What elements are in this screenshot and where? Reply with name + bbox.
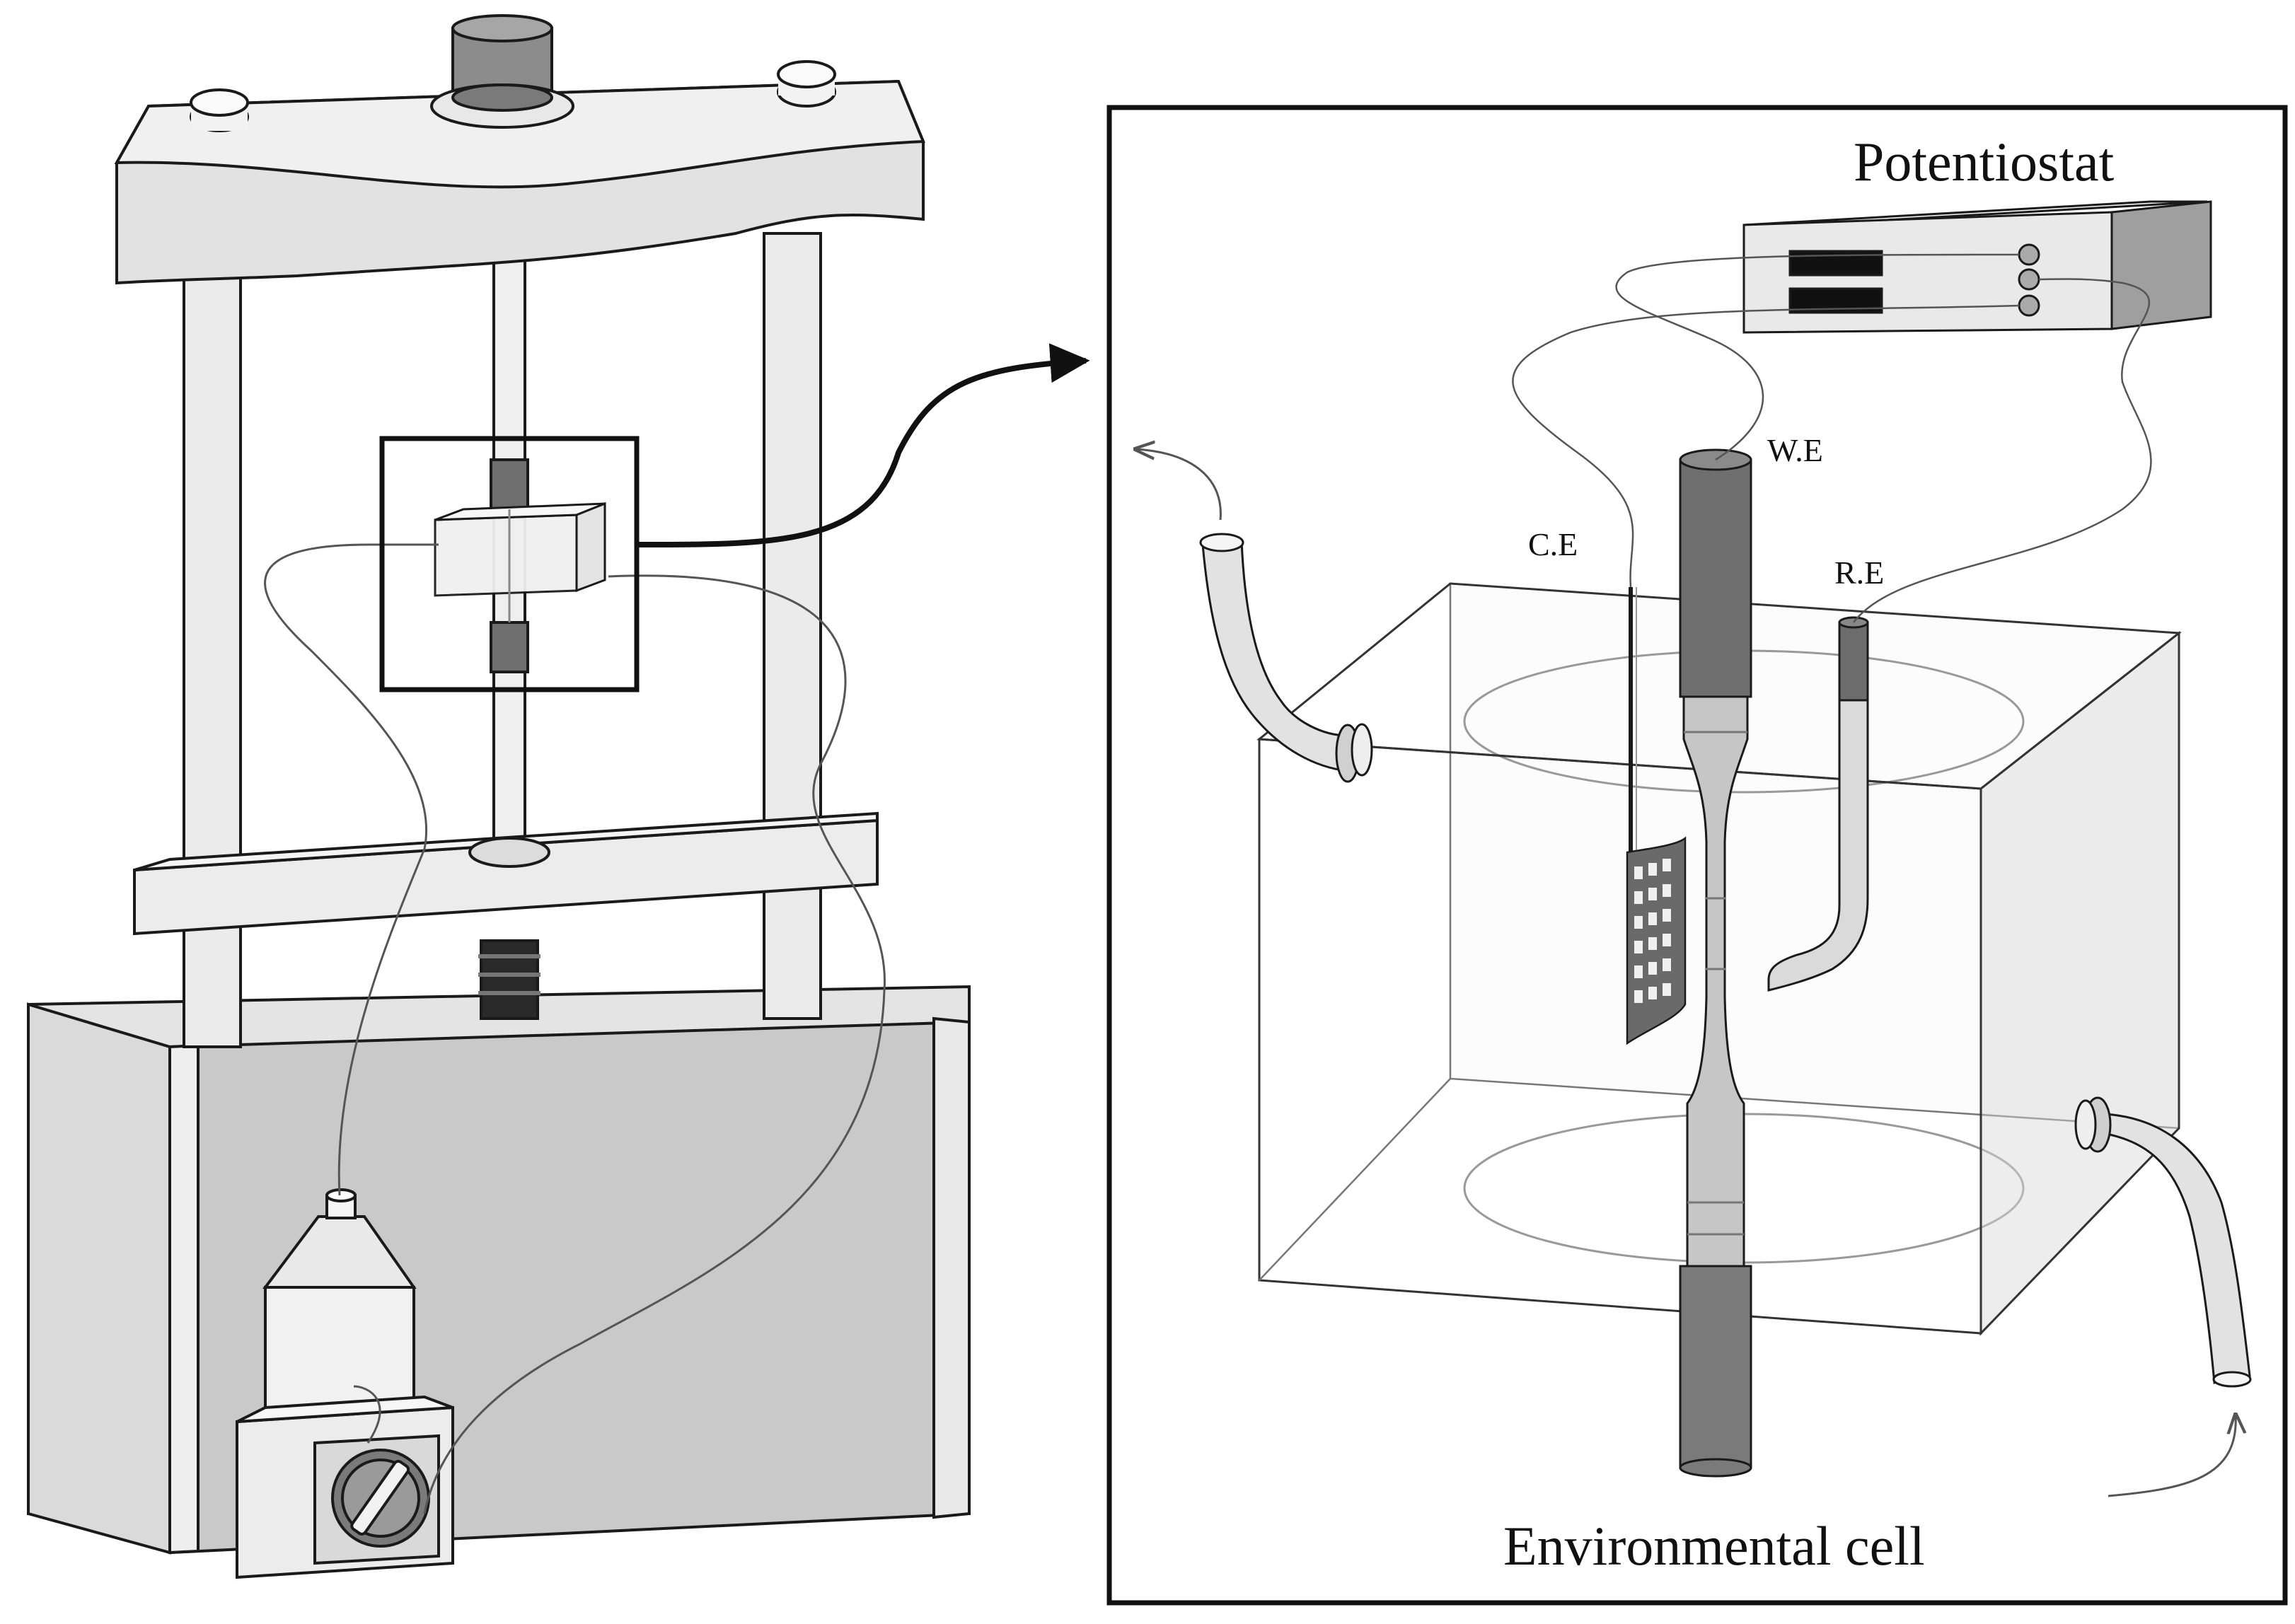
load-cell <box>430 14 574 129</box>
arrow-icon <box>638 343 1090 547</box>
bellows <box>478 939 540 1020</box>
machine-base <box>27 985 971 1555</box>
inlet-tube <box>1199 533 1373 783</box>
counter-electrode-label: C.E <box>1528 526 1578 562</box>
pump <box>236 1395 454 1579</box>
arrow-icon <box>2108 1415 2236 1497</box>
counter-electrode <box>1626 587 1687 1045</box>
arrow-icon <box>1135 449 1222 521</box>
cables-left <box>264 543 886 1514</box>
cables-right <box>1512 253 2152 623</box>
lower-crosshead <box>133 811 879 936</box>
knob-icon <box>331 1449 430 1548</box>
reference-electrode-label: R.E <box>1834 555 1884 591</box>
right-post <box>763 232 822 1020</box>
detail-panel: Potentiostat W.E C.E R.E Environmental c… <box>1106 105 2288 1606</box>
specimen-assembly <box>434 458 606 673</box>
potentiostat-device <box>1742 200 2212 334</box>
environmental-cell-label: Environmental cell <box>1503 1515 1925 1577</box>
upper-crosshead <box>114 60 925 285</box>
working-electrode-label: W.E <box>1767 432 1823 468</box>
potentiostat-label: Potentiostat <box>1854 131 2115 192</box>
detail-highlight-box <box>379 436 640 692</box>
outlet-tube <box>2074 1096 2252 1388</box>
testing-machine <box>27 14 971 1579</box>
